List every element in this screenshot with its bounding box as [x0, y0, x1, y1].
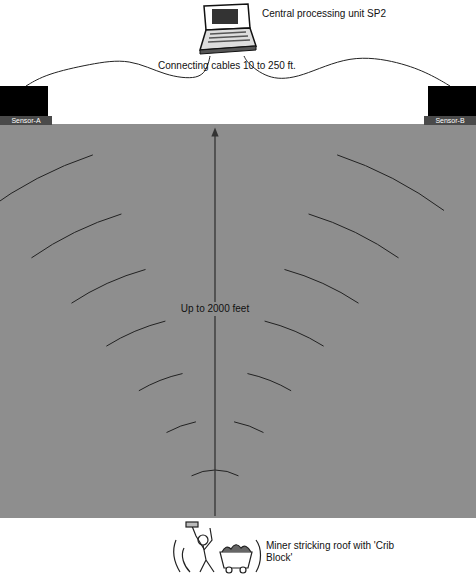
wave-arc [71, 269, 145, 303]
ore-cart [220, 540, 261, 573]
wave-arc [309, 214, 399, 258]
wave-arc [167, 422, 196, 433]
wave-arc [247, 374, 291, 391]
source-note: Miner stricking roof with 'Crib Block' [266, 540, 416, 564]
sensor-body [0, 86, 48, 116]
wave-arc [106, 321, 165, 346]
sensor-label: Sensor-A [0, 116, 52, 125]
miner-figure [174, 522, 214, 572]
wave-arc [31, 214, 121, 258]
wave-arc [337, 155, 444, 211]
sensor-box: Sensor-B [424, 86, 476, 125]
wave-arc [234, 422, 263, 433]
sensor-label: Sensor-B [424, 116, 476, 125]
sensor-body [428, 86, 476, 116]
wave-arc [284, 269, 358, 303]
cable-note: Connecting cables 10 to 250 ft. [158, 60, 296, 72]
unit-label: Central processing unit SP2 [262, 2, 386, 19]
laptop-icon [196, 2, 258, 56]
seismic-waves [0, 155, 444, 476]
wave-arc [265, 321, 324, 346]
processing-unit: Central processing unit SP2 [196, 2, 386, 56]
sensor-box: Sensor-A [0, 86, 52, 125]
distance-label: Up to 2000 feet [177, 302, 253, 316]
distance-arrow [214, 132, 215, 516]
rock-strata [0, 124, 476, 518]
wave-arc [0, 155, 93, 211]
wave-arc [139, 374, 183, 391]
